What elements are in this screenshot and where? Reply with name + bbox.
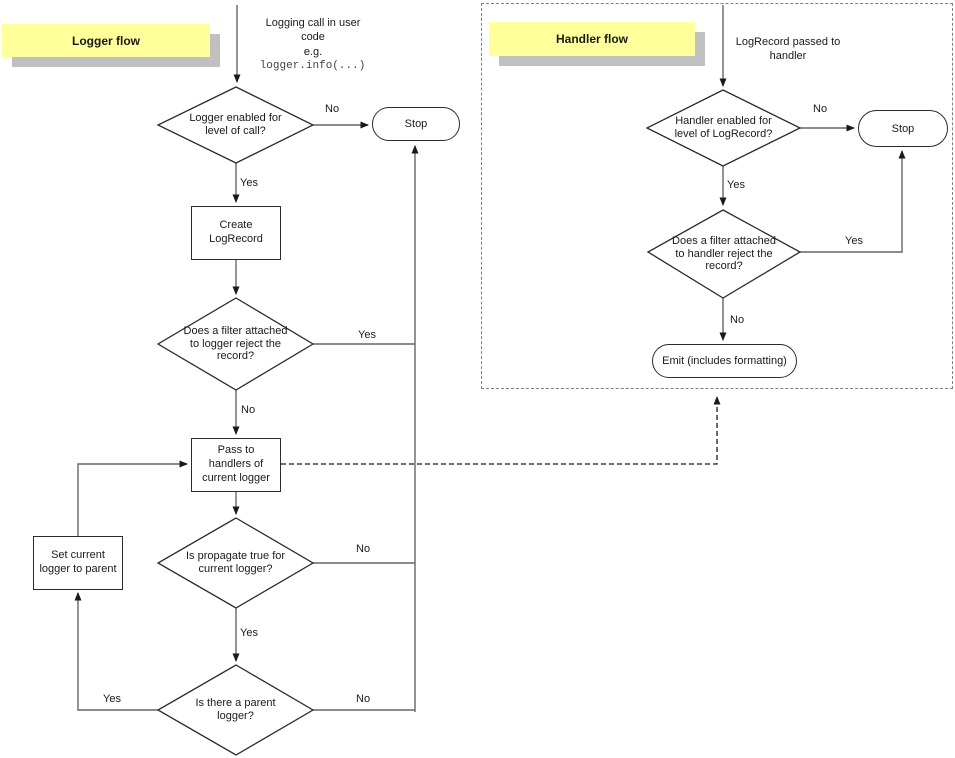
handler-stop-node: Stop — [858, 110, 948, 147]
label-hlevel-no: No — [813, 103, 828, 115]
set-parent-node: Set current logger to parent — [33, 536, 123, 590]
label-hfilter-yes: Yes — [845, 235, 863, 247]
handler-flow-title: Handler flow — [489, 22, 695, 56]
label-propagate-yes: Yes — [240, 627, 258, 639]
parent-check-diamond-shape — [156, 664, 315, 756]
logger-level-check-diamond-shape — [156, 86, 315, 164]
label-parent-no: No — [356, 693, 371, 705]
handler-flow-boundary — [481, 3, 953, 389]
label-parent-yes: Yes — [103, 693, 121, 705]
handler-level-check-diamond-shape — [645, 89, 802, 167]
emit-node: Emit (includes formatting) — [652, 344, 797, 378]
edge-hfilter-yes-to-stop — [800, 150, 906, 253]
label-hlevel-yes: Yes — [727, 179, 745, 191]
label-filter-no: No — [241, 404, 256, 416]
logger-filter-check-diamond-shape — [156, 297, 315, 391]
edge-parent-yes-to-setparent — [74, 592, 158, 711]
create-logrecord-node: Create LogRecord — [191, 206, 281, 260]
logger-entry-note: Logging call in user code e.g. — [265, 17, 361, 58]
handler-filter-check-diamond-shape — [646, 209, 802, 299]
label-filter-yes: Yes — [358, 329, 376, 341]
logger-flow-title: Logger flow — [2, 24, 210, 57]
pass-to-handlers-node: Pass to handlers of current logger — [191, 438, 281, 492]
edge-setparent-to-pass — [77, 460, 188, 536]
logger-entry-code: logger.info(...) — [259, 60, 366, 72]
propagate-check-diamond-shape — [156, 517, 315, 609]
label-hfilter-no: No — [730, 314, 745, 326]
label-propagate-no: No — [356, 543, 371, 555]
logger-stop-node: Stop — [372, 107, 460, 141]
edge-pass-to-handler-flow-dashed — [281, 396, 721, 465]
label-level-no: No — [325, 103, 340, 115]
handler-entry-note: LogRecord passed to handler — [735, 36, 841, 63]
label-level-yes: Yes — [240, 177, 258, 189]
